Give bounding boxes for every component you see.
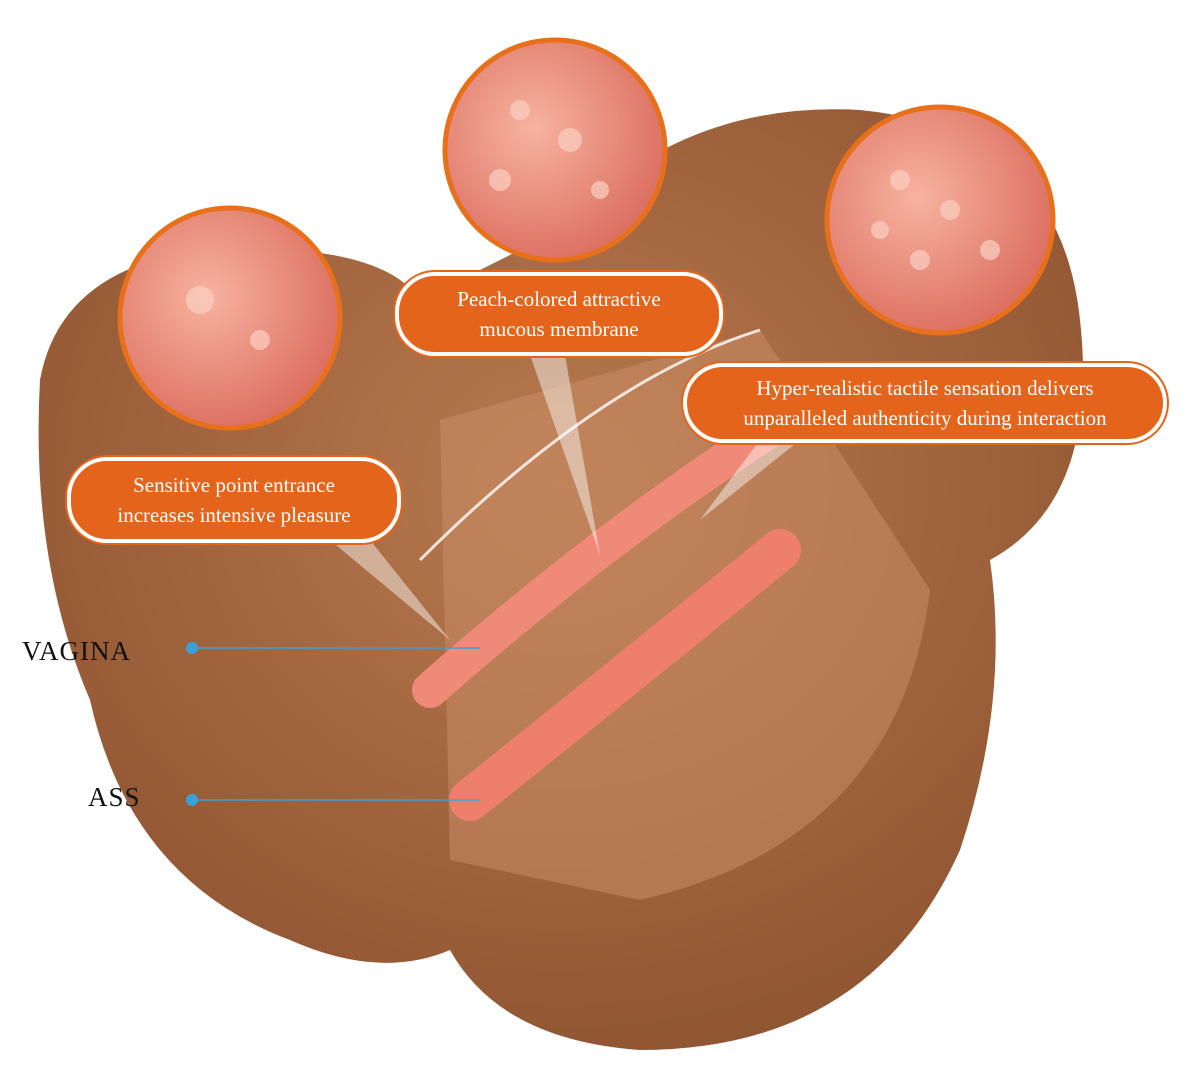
callout-text: Peach-colored attractive bbox=[457, 287, 661, 311]
detail-circle-membrane bbox=[442, 37, 668, 263]
detail-circles bbox=[117, 37, 1056, 431]
callout-text: increases intensive pleasure bbox=[117, 503, 351, 527]
detail-circle-entrance bbox=[117, 205, 343, 431]
callout-membrane: Peach-colored attractive mucous membrane bbox=[395, 272, 723, 356]
label-ass: ASS bbox=[88, 782, 141, 812]
channel-upper bbox=[412, 412, 788, 708]
callout-tactile: Hyper-realistic tactile sensation delive… bbox=[683, 363, 1167, 443]
callout-text: Hyper-realistic tactile sensation delive… bbox=[756, 376, 1094, 400]
callout-entrance: Sensitive point entrance increases intens… bbox=[67, 457, 401, 543]
pointer-dot-vagina bbox=[186, 642, 198, 654]
callout-text: Sensitive point entrance bbox=[133, 473, 335, 497]
pointer-lines bbox=[186, 642, 480, 806]
pointer-wedges bbox=[330, 355, 800, 640]
callout-text: mucous membrane bbox=[479, 317, 639, 341]
pointer-dot-ass bbox=[186, 794, 198, 806]
detail-circle-texture bbox=[824, 104, 1056, 336]
callout-text: unparalleled authenticity during interac… bbox=[743, 406, 1107, 430]
label-vagina: VAGINA bbox=[22, 636, 132, 666]
channel-lower bbox=[449, 529, 801, 821]
